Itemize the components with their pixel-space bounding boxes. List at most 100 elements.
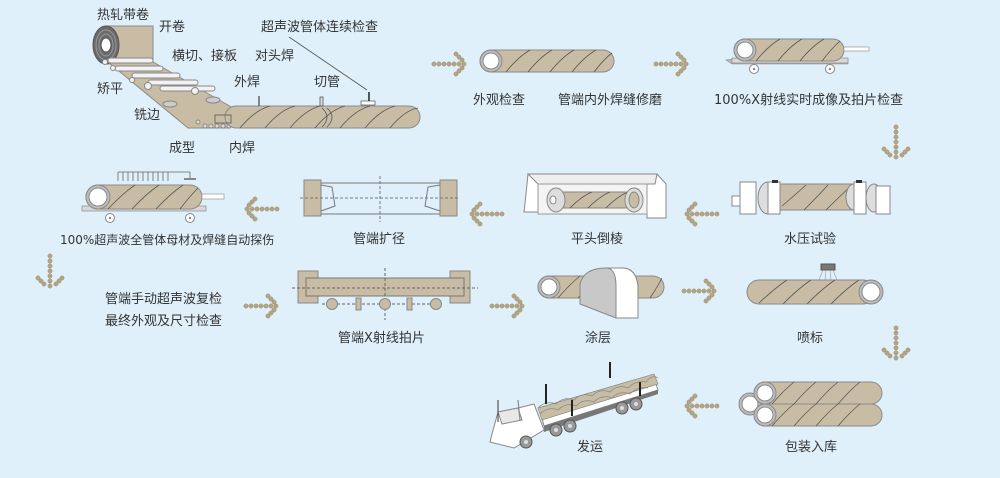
- arrow-dot: [692, 201, 698, 207]
- arrow-dot: [689, 403, 695, 409]
- arrow-dot: [265, 313, 271, 319]
- arrow-dot: [706, 281, 712, 287]
- arrow-dot: [678, 61, 684, 67]
- label-hydro-test: 水压试验: [784, 232, 837, 247]
- pipe-visual-icon: [479, 49, 615, 73]
- arrow-dot: [699, 211, 705, 217]
- arrow-dot: [884, 350, 890, 356]
- arrow-dot: [268, 296, 274, 302]
- arrow-dot: [704, 211, 710, 217]
- arrow-dot: [658, 61, 664, 67]
- arrow-dot: [514, 310, 520, 316]
- label-uncoiling: 开卷: [159, 20, 186, 35]
- arrow-dot: [271, 299, 277, 305]
- arrow-dot: [456, 61, 462, 67]
- arrow-dot: [689, 211, 695, 217]
- arrow-dot: [246, 210, 252, 216]
- arrow-dot: [249, 206, 255, 212]
- arrow-dot: [681, 65, 687, 71]
- arrow-dot: [47, 278, 53, 284]
- arrow-dot: [684, 211, 690, 217]
- arrow-dot: [453, 71, 459, 77]
- end-expansion-icon: [300, 176, 460, 222]
- arrow-right-icon: [243, 293, 279, 319]
- arrow-dot: [35, 275, 41, 281]
- arrow-dot: [709, 292, 715, 298]
- arrow-dot: [902, 149, 908, 155]
- label-end-facing-bevel: 平头倒棱: [571, 232, 624, 247]
- end-facing-machine-icon: [523, 173, 667, 219]
- arrow-dot: [684, 403, 690, 409]
- label-end-weld-grinding: 管端内外焊缝修磨: [558, 93, 663, 108]
- arrow-dot: [441, 61, 447, 67]
- arrow-dot: [259, 206, 265, 212]
- arrow-dot: [905, 347, 911, 353]
- arrow-dot: [681, 57, 687, 63]
- arrow-dot: [471, 207, 477, 213]
- arrow-dot: [694, 211, 700, 217]
- arrow-dot: [517, 307, 523, 313]
- steel-strip-icon: [106, 61, 241, 129]
- arrow-dot: [269, 206, 275, 212]
- arrow-dot: [504, 303, 510, 309]
- arrow-dot: [517, 299, 523, 305]
- arrow-dot: [893, 325, 899, 331]
- arrow-dot: [499, 303, 505, 309]
- hot-rolled-coil-icon: [92, 25, 154, 65]
- arrow-dot: [511, 313, 517, 319]
- arrow-dot: [893, 335, 899, 341]
- arrow-dot: [474, 218, 480, 224]
- arrow-dot: [258, 303, 264, 309]
- arrow-right-icon: [681, 278, 717, 304]
- arrow-dot: [268, 310, 274, 316]
- arrow-dot: [706, 288, 712, 294]
- label-marking: 喷标: [797, 331, 824, 346]
- arrow-dot: [884, 149, 890, 155]
- label-packing-storage: 包装入库: [785, 440, 838, 455]
- arrow-left-icon: [684, 201, 720, 227]
- arrow-dot: [703, 298, 709, 304]
- arrow-dot: [53, 281, 59, 287]
- arrow-dot: [887, 353, 893, 359]
- arrow-dot: [686, 207, 692, 213]
- arrow-left-icon: [244, 196, 280, 222]
- arrow-right-icon: [431, 51, 467, 77]
- label-xray-realtime: 100%X射线实时成像及拍片检查: [714, 93, 904, 108]
- label-inner-weld: 内焊: [229, 141, 256, 156]
- label-manual-ut-line1: 管端手动超声波复检: [105, 292, 223, 307]
- arrow-dot: [893, 345, 899, 351]
- arrow-dot: [265, 293, 271, 299]
- arrow-dot: [683, 61, 689, 67]
- arrow-dot: [461, 61, 467, 67]
- arrow-dot: [514, 296, 520, 302]
- arrow-dot: [694, 403, 700, 409]
- label-leveling: 矫平: [97, 82, 124, 97]
- arrow-dot: [459, 65, 465, 71]
- arrow-dot: [519, 303, 525, 309]
- arrow-down-icon: [881, 124, 911, 160]
- arrow-dot: [668, 61, 674, 67]
- arrow-dot: [691, 288, 697, 294]
- arrow-dot: [489, 303, 495, 309]
- cutter-icon: [319, 96, 324, 107]
- marking-station-icon: [746, 263, 884, 305]
- arrow-dot: [254, 206, 260, 212]
- arrow-dot: [675, 51, 681, 57]
- arrow-dot: [696, 288, 702, 294]
- probe-array-icon: [117, 172, 169, 181]
- arrow-dot: [243, 303, 249, 309]
- arrow-dot: [893, 340, 899, 346]
- arrow-dot: [451, 61, 457, 67]
- arrow-dot: [41, 281, 47, 287]
- arrow-dot: [47, 283, 53, 289]
- arrow-dot: [56, 278, 62, 284]
- arrow-dot: [893, 139, 899, 145]
- label-ultrasonic-full: 100%超声波全管体母材及焊缝自动探伤: [60, 233, 275, 247]
- arrow-dot: [714, 211, 720, 217]
- ultrasonic-probe-icon: [288, 36, 376, 106]
- arrow-dot: [47, 258, 53, 264]
- arrow-left-icon: [469, 201, 505, 227]
- arrow-dot: [893, 350, 899, 356]
- arrow-dot: [459, 57, 465, 63]
